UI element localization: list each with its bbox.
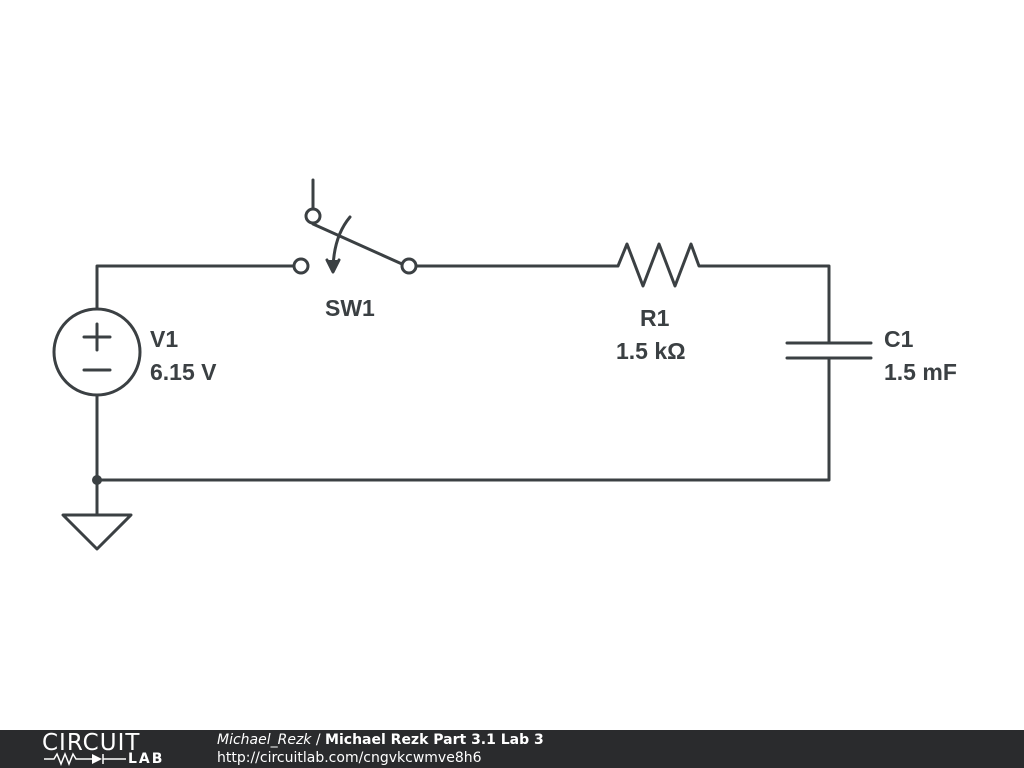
capacitor-c1[interactable]: C1 1.5 mF	[785, 326, 957, 385]
v1-value-label: 6.15 V	[150, 359, 217, 385]
switch-terminal-left	[292, 257, 310, 275]
c1-value-label: 1.5 mF	[884, 359, 957, 385]
footer-url-line: http://circuitlab.com/cngvkcwmve8h6	[217, 750, 482, 767]
switch-sw1[interactable]: SW1	[292, 178, 418, 321]
circuit-title-link[interactable]: Michael Rezk Part 3.1 Lab 3	[325, 732, 544, 748]
junction-node	[92, 475, 102, 485]
sw1-ref-label: SW1	[325, 295, 375, 321]
circuitlab-logo[interactable]: CIRCUIT LAB	[42, 732, 176, 766]
switch-blade	[311, 222, 404, 266]
voltage-source-icon	[52, 307, 142, 397]
resistor-r1[interactable]: R1 1.5 kΩ	[608, 242, 708, 364]
switch-actuator-terminal	[304, 207, 322, 225]
ground-symbol[interactable]	[61, 513, 133, 551]
circuit-url-link[interactable]: http://circuitlab.com/cngvkcwmve8h6	[217, 750, 482, 766]
circuit-schematic: V1 6.15 V SW1 R1 1.5 kΩ C1 1.5 mF	[52, 178, 957, 551]
wire-v1-to-switch	[95, 264, 296, 310]
footer-bar: CIRCUIT LAB Michael_Rezk / Michael Rezk …	[0, 730, 1024, 768]
author-link[interactable]: Michael_Rezk	[217, 732, 312, 748]
wires	[92, 264, 831, 517]
logo-text-circuit: CIRCUIT	[42, 730, 141, 756]
logo-text-lab: LAB	[128, 751, 165, 767]
footer-title-line: Michael_Rezk / Michael Rezk Part 3.1 Lab…	[217, 732, 544, 749]
wire-r1-to-c1	[704, 264, 831, 345]
logo-resistor-diode-icon	[44, 752, 126, 766]
voltage-source-v1[interactable]: V1 6.15 V	[52, 307, 217, 397]
footer-separator: /	[311, 732, 326, 748]
switch-arrow-head	[325, 258, 341, 274]
resistor-icon	[608, 242, 708, 288]
wire-c1-to-ground	[95, 356, 831, 482]
r1-ref-label: R1	[640, 305, 670, 331]
v1-ref-label: V1	[150, 326, 178, 352]
r1-value-label: 1.5 kΩ	[616, 338, 686, 364]
switch-terminal-right	[400, 257, 418, 275]
c1-ref-label: C1	[884, 326, 914, 352]
ground-icon	[61, 513, 133, 551]
